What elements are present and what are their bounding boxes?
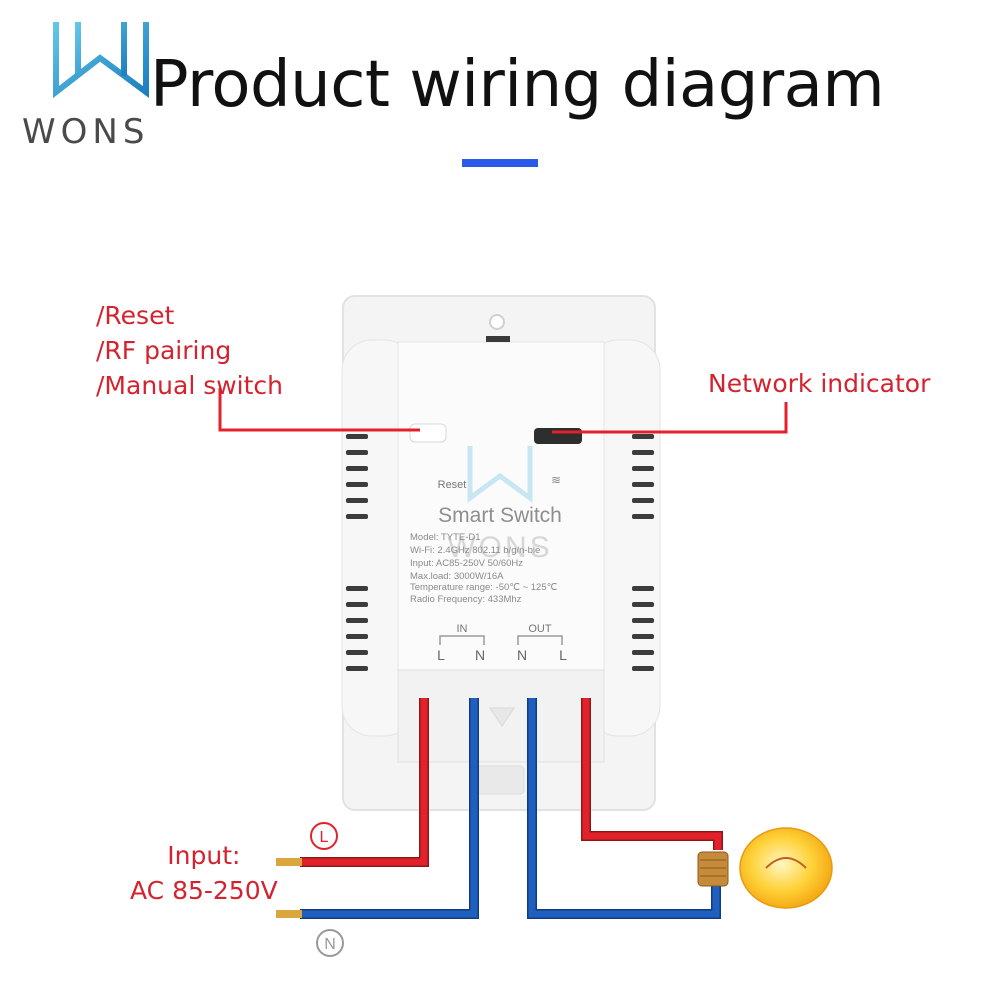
in-label: IN xyxy=(457,623,468,635)
brand-line: Smart Switch xyxy=(438,504,562,527)
live-marker-icon xyxy=(310,822,338,850)
neutral-marker-label: N xyxy=(324,936,336,953)
title-underline xyxy=(462,159,538,167)
callout-rf-pairing: /RF pairing xyxy=(96,336,232,365)
mounting-hole xyxy=(489,314,505,330)
input-label-line2: AC 85-250V xyxy=(130,876,278,905)
neutral-wire-tip xyxy=(276,910,302,918)
output-live-wire xyxy=(582,698,722,850)
input-label-line1: Input: xyxy=(167,841,241,870)
terminal-label: L xyxy=(437,647,445,663)
spec-line: Input: AC85-250V 50/60Hz xyxy=(410,558,523,569)
output-neutral-wire xyxy=(528,698,720,918)
callout-line-indicator xyxy=(552,402,788,434)
terminal-label: N xyxy=(475,647,485,663)
vents-right xyxy=(632,434,654,671)
input-neutral-wire xyxy=(300,698,478,918)
reset-label: Reset xyxy=(438,479,467,491)
input-voltage-label: Input: AC 85-250V xyxy=(130,838,278,908)
front-panel xyxy=(397,341,605,671)
terminal-label: N xyxy=(517,647,527,663)
input-live-wire xyxy=(300,698,428,866)
live-marker-label: L xyxy=(320,829,329,846)
spec-line: Max.load: 3000W/16A xyxy=(410,571,504,582)
watermark-text: WONS xyxy=(447,531,552,564)
light-bulb-icon xyxy=(697,827,833,909)
callout-manual-switch: /Manual switch xyxy=(96,371,284,400)
callout-reset: /Reset xyxy=(96,301,175,330)
logo-wordmark: WONS xyxy=(22,112,150,152)
spec-line: Wi-Fi: 2.4GHz 802.11 b/g/n-ble xyxy=(410,545,540,556)
wifi-icon: ≋ xyxy=(551,473,561,487)
terminal-label: L xyxy=(559,647,567,663)
wons-logo-icon xyxy=(53,22,149,98)
live-wire-tip xyxy=(276,858,302,866)
spec-line: Temperature range: -50℃ ~ 125℃ xyxy=(410,582,558,593)
callout-line-button xyxy=(218,388,420,432)
button-callout: /Reset /RF pairing /Manual switch xyxy=(96,298,283,403)
callout-network-indicator: Network indicator xyxy=(708,369,931,398)
reset-button xyxy=(409,423,447,443)
page-title: Product wiring diagram xyxy=(150,48,885,122)
neutral-marker-icon xyxy=(316,929,344,957)
network-indicator-led xyxy=(534,428,582,444)
spec-line: Model: TYTE-D1 xyxy=(410,532,481,543)
vents-left xyxy=(346,434,368,671)
watermark-logo-icon xyxy=(467,446,533,503)
out-label: OUT xyxy=(528,623,552,635)
spec-list: Model: TYTE-D1 Wi-Fi: 2.4GHz 802.11 b/g/… xyxy=(410,532,558,605)
cover-arrow xyxy=(489,707,515,727)
spec-line: Radio Frequency: 433Mhz xyxy=(410,594,522,605)
